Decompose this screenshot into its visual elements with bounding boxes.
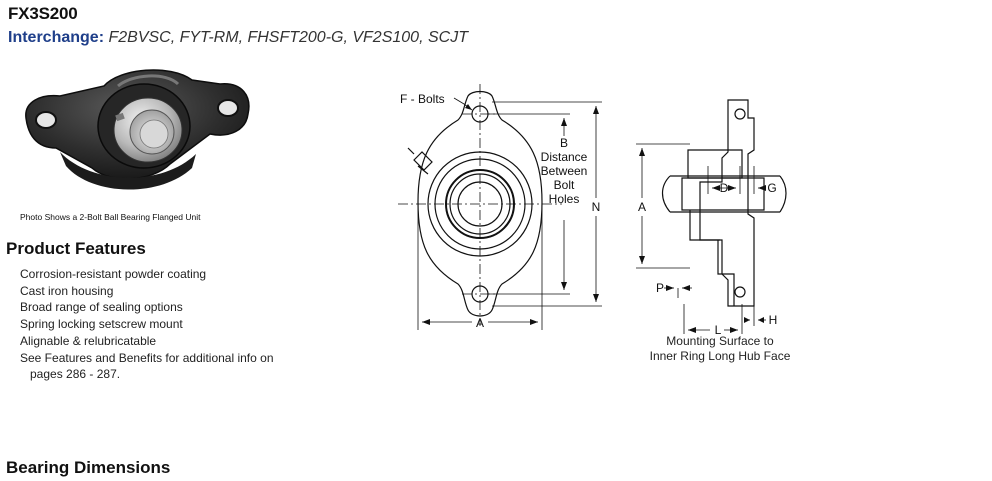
feature-item: Alignable & relubricatable xyxy=(20,333,157,348)
l-label: L xyxy=(715,323,722,337)
interchange-label: Interchange: xyxy=(8,29,105,46)
feature-item: pages 286 - 287. xyxy=(30,367,121,382)
dimensions-heading: Bearing Dimensions xyxy=(6,458,171,477)
interchange-values: F2BVSC, FYT-RM, FHSFT200-G, VF2S100, SCJ… xyxy=(108,29,468,46)
b-label: B xyxy=(560,136,568,150)
front-view-drawing: F - Bolts B Distance Between Bolt Holes … xyxy=(398,84,602,330)
g-label: G xyxy=(767,181,776,195)
feature-item: Broad range of sealing options xyxy=(20,300,183,315)
features-heading: Product Features xyxy=(6,239,146,258)
b-desc-line: Bolt xyxy=(554,178,575,192)
feature-item: Spring locking setscrew mount xyxy=(20,317,183,332)
interchange-line: Interchange: F2BVSC, FYT-RM, FHSFT200-G,… xyxy=(8,29,468,47)
a-label: A xyxy=(476,316,484,330)
mounting-caption: Mounting Surface to Inner Ring Long Hub … xyxy=(640,334,800,363)
features-list: Corrosion-resistant powder coating Cast … xyxy=(20,266,274,383)
mounting-caption-line: Mounting Surface to xyxy=(666,334,774,348)
mounting-caption-line: Inner Ring Long Hub Face xyxy=(649,348,791,363)
f-bolts-label: F - Bolts xyxy=(400,92,445,106)
feature-item: Corrosion-resistant powder coating xyxy=(20,267,207,281)
photo-caption: Photo Shows a 2-Bolt Ball Bearing Flange… xyxy=(20,212,201,222)
side-view-drawing: A D G P L H xyxy=(636,99,787,337)
product-photo xyxy=(25,69,250,190)
h-label: H xyxy=(769,313,778,327)
side-a-label: A xyxy=(638,200,646,214)
b-desc-line: Holes xyxy=(549,192,580,206)
b-desc-line: Between xyxy=(541,164,588,178)
feature-item: See Features and Benefits for additional… xyxy=(20,350,274,365)
n-label: N xyxy=(592,200,601,214)
feature-item: Cast iron housing xyxy=(20,283,114,298)
b-desc-line: Distance xyxy=(541,150,588,164)
d-label: D xyxy=(720,181,729,195)
page-title: FX3S200 xyxy=(8,4,78,23)
p-label: P xyxy=(656,281,664,295)
